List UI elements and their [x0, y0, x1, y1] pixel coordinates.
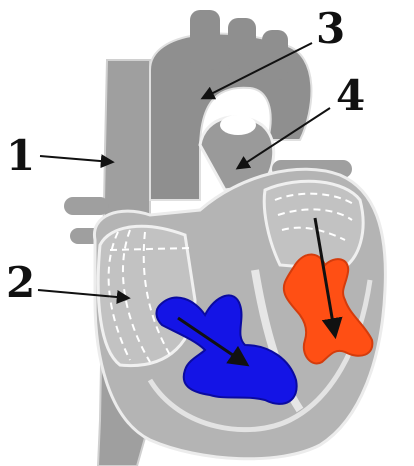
label-2: 2 — [6, 258, 35, 307]
label-1: 1 — [6, 131, 35, 180]
aorta-branch-3 — [262, 30, 288, 80]
aorta-branch-2 — [228, 18, 256, 73]
side-branch-left — [64, 197, 109, 215]
pointer-1 — [40, 156, 112, 162]
pulmonary-opening — [220, 115, 256, 135]
label-3: 3 — [316, 4, 345, 53]
label-4: 4 — [336, 71, 365, 120]
aorta-branch-1 — [190, 10, 220, 70]
